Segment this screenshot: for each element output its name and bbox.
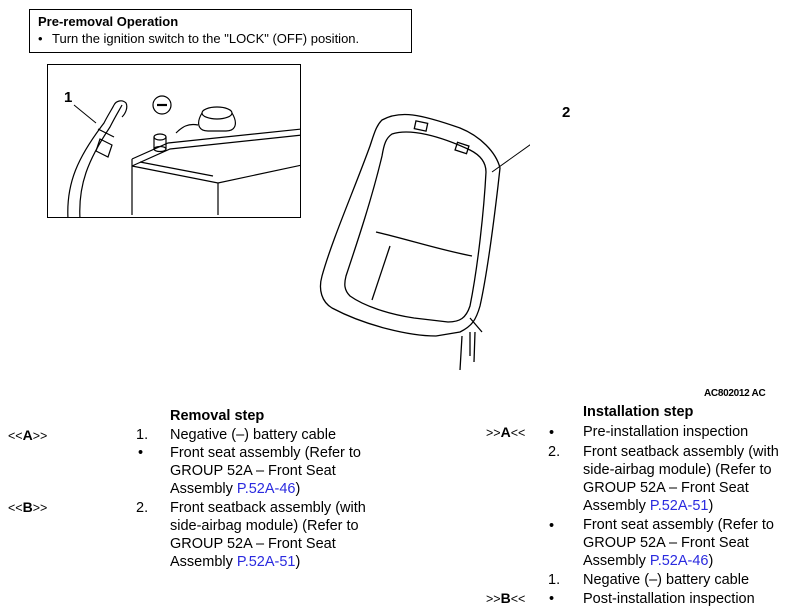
installation-step-number: 2.	[548, 444, 561, 460]
minus-terminal-icon	[152, 95, 172, 115]
bullet-icon: •	[549, 518, 555, 534]
callout-1: 1	[64, 89, 73, 106]
installation-heading: Installation step	[583, 404, 694, 420]
pre-removal-title: Pre-removal Operation	[38, 14, 179, 29]
seatback-illustration	[319, 113, 530, 371]
bullet-icon: •	[138, 445, 144, 461]
removal-step-text: Assembly P.52A-46)	[170, 481, 301, 497]
page-link[interactable]: P.52A-51	[649, 498, 709, 514]
page-link[interactable]: P.52A-46	[236, 481, 296, 497]
installation-step-text: Negative (–) battery cable	[583, 572, 750, 588]
removal-step-number: 2.	[136, 500, 149, 516]
removal-step-text: Front seatback assembly (with	[170, 500, 366, 516]
battery-terminal-drawing	[67, 95, 300, 217]
removal-step-text: Front seat assembly (Refer to	[170, 445, 361, 461]
installation-step-text: Assembly P.52A-51)	[583, 498, 714, 514]
bullet-icon: •	[549, 425, 555, 441]
page-link[interactable]: P.52A-51	[236, 554, 296, 570]
installation-step-text: GROUP 52A – Front Seat	[583, 480, 749, 496]
installation-step-text: Assembly P.52A-46)	[583, 553, 714, 569]
page-link[interactable]: P.52A-46	[649, 553, 709, 569]
removal-step-number: 1.	[136, 427, 149, 443]
removal-step-text: Negative (–) battery cable	[170, 427, 337, 443]
removal-step-text: GROUP 52A – Front Seat	[170, 536, 336, 552]
figure-code: AC802012 AC	[704, 388, 766, 399]
installation-step-text: side-airbag module) (Refer to	[583, 462, 772, 478]
removal-heading: Removal step	[170, 408, 265, 424]
installation-marker-b: >>B<<	[486, 590, 526, 606]
installation-step-text: Front seatback assembly (with	[583, 444, 779, 460]
removal-step-text: GROUP 52A – Front Seat	[170, 463, 336, 479]
bullet-icon: •	[549, 591, 555, 607]
removal-step-text: Assembly P.52A-51)	[170, 554, 301, 570]
bullet-icon: •	[38, 31, 43, 46]
installation-step-text: Pre-installation inspection	[583, 424, 749, 440]
battery-illustration: 1	[47, 64, 301, 218]
callout-2: 2	[562, 104, 571, 121]
pre-removal-item: Turn the ignition switch to the "LOCK" (…	[52, 31, 360, 46]
installation-step-number: 1.	[548, 572, 561, 588]
installation-marker-a: >>A<<	[486, 424, 526, 440]
removal-marker-a: <<A>>	[8, 427, 48, 443]
removal-step-text: side-airbag module) (Refer to	[170, 518, 359, 534]
removal-marker-b: <<B>>	[8, 499, 48, 515]
installation-step-text: Post-installation inspection	[583, 591, 755, 607]
installation-step-text: GROUP 52A – Front Seat	[583, 535, 749, 551]
pre-removal-box: Pre-removal Operation • Turn the ignitio…	[29, 9, 412, 53]
installation-step-text: Front seat assembly (Refer to	[583, 517, 774, 533]
